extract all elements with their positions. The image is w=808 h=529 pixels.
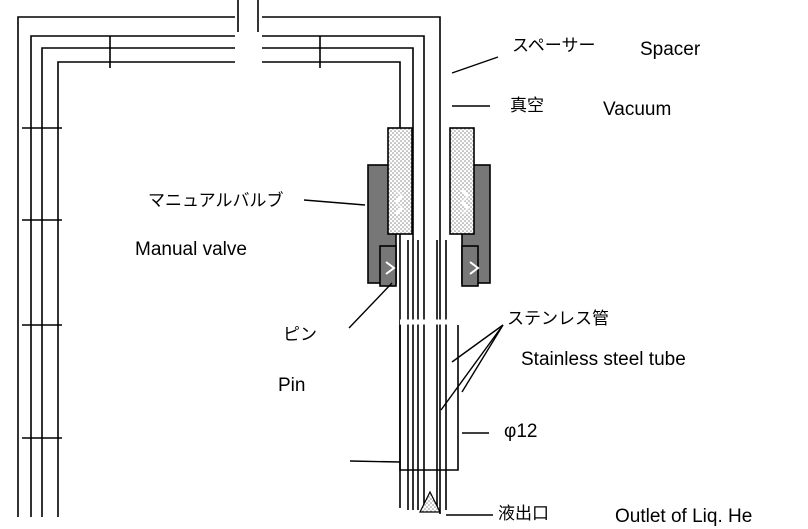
spacer-label-en: Spacer	[640, 39, 701, 60]
outlet-label-jp: 液出口	[498, 504, 549, 524]
manual-valve	[367, 127, 491, 287]
manual-valve-label-jp: マニュアルバルブ	[148, 191, 284, 211]
stainless-label-en: Stainless steel tube	[521, 349, 686, 370]
leader-lines	[303, 56, 504, 516]
pin-label-en: Pin	[278, 375, 306, 396]
outlet-label-en: Outlet of Liq. He	[615, 506, 753, 527]
diameter-label: φ12	[504, 421, 538, 442]
vacuum-label-en: Vacuum	[603, 99, 672, 120]
outlet-nozzle	[419, 490, 441, 513]
stainless-tubes	[399, 240, 470, 510]
stainless-label-jp: ステンレス管	[507, 309, 609, 329]
outer-tube-bend	[17, 0, 441, 517]
pin-label-jp: ピン	[283, 325, 317, 345]
spacer-label-jp: スペーサー	[512, 36, 596, 56]
vacuum-label-jp: 真空	[510, 96, 544, 116]
manual-valve-label-en: Manual valve	[135, 239, 247, 260]
